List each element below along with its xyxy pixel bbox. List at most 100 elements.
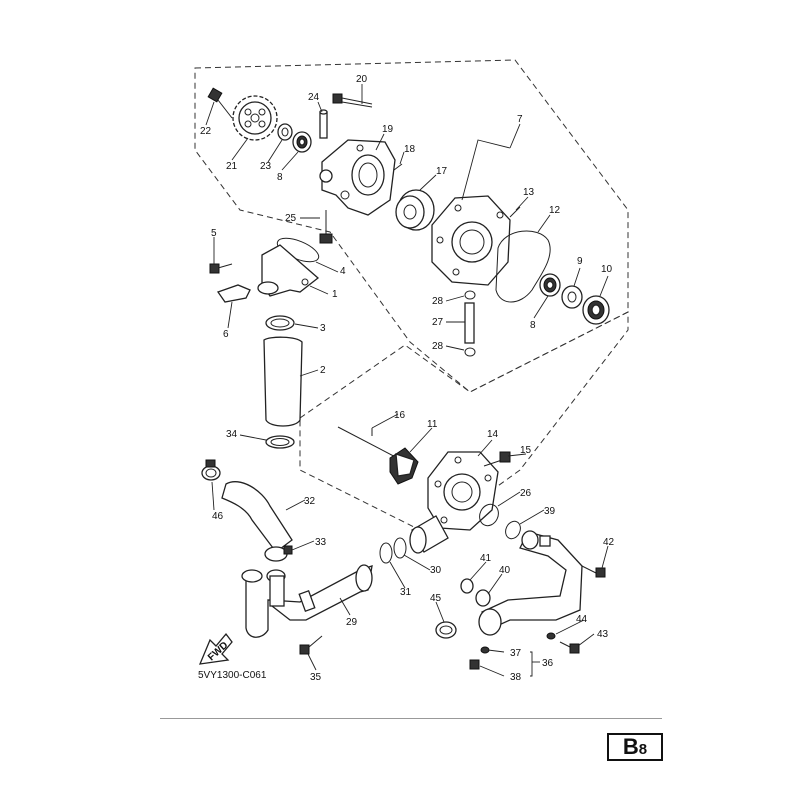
callout-6: 6 xyxy=(223,329,229,340)
callout-11: 11 xyxy=(427,419,438,430)
callout-35: 35 xyxy=(310,672,322,683)
callout-18: 18 xyxy=(404,144,416,155)
part-37-washer xyxy=(480,646,490,654)
callout-28-lower: 28 xyxy=(432,341,444,352)
callout-10: 10 xyxy=(601,264,613,275)
part-25-bolt xyxy=(319,210,333,244)
part-39-o-ring xyxy=(505,520,521,540)
page-badge: B 8 xyxy=(607,733,663,761)
page-badge-digit: 8 xyxy=(638,741,648,758)
callout-13: 13 xyxy=(523,187,535,198)
callout-4: 4 xyxy=(340,266,346,277)
part-42-bolt xyxy=(581,565,606,578)
callout-32: 32 xyxy=(304,496,316,507)
callout-23: 23 xyxy=(260,161,272,172)
part-14-pump-body xyxy=(409,451,499,554)
part-6-bracket xyxy=(216,284,251,303)
callout-34: 34 xyxy=(226,429,238,440)
callout-7: 7 xyxy=(517,114,523,125)
part-35-bolt xyxy=(299,635,323,655)
part-22-bolt xyxy=(207,87,233,119)
callout-5: 5 xyxy=(211,228,217,239)
part-26-o-ring xyxy=(479,503,499,527)
part-cover xyxy=(431,195,511,286)
part-20-bolt xyxy=(332,93,373,108)
callout-30: 30 xyxy=(430,565,442,576)
part-10-seal xyxy=(582,295,610,325)
lower-assembly-boundary xyxy=(299,311,629,536)
callout-40: 40 xyxy=(499,565,511,576)
callout-24: 24 xyxy=(308,92,320,103)
part-46-clamp xyxy=(201,459,221,481)
callout-2: 2 xyxy=(320,365,326,376)
callout-25: 25 xyxy=(285,213,297,224)
callout-29: 29 xyxy=(346,617,358,628)
callout-33: 33 xyxy=(315,537,327,548)
callout-36: 36 xyxy=(542,658,554,669)
part-15-bolt xyxy=(483,451,511,467)
part-40-collar xyxy=(475,589,491,607)
callout-22: 22 xyxy=(200,126,212,137)
callout-42: 42 xyxy=(603,537,615,548)
part-27-pipe xyxy=(464,302,475,344)
part-2-hose xyxy=(263,336,303,427)
part-5-bolt xyxy=(209,263,233,274)
fwd-arrow-icon: FWD xyxy=(198,632,233,665)
part-32-hose xyxy=(221,481,293,553)
part-38-bolt xyxy=(469,659,480,670)
callout-20: 20 xyxy=(356,74,368,85)
callout-14: 14 xyxy=(487,429,499,440)
part-23-collar xyxy=(277,123,293,141)
part-21-sprocket xyxy=(232,95,278,141)
callout-1: 1 xyxy=(332,289,338,300)
part-17-rotor xyxy=(395,189,435,231)
callout-9: 9 xyxy=(577,256,583,267)
part-44-washer xyxy=(546,632,556,640)
callout-41: 41 xyxy=(480,553,492,564)
callout-8-upper: 8 xyxy=(277,172,283,183)
part-30-o-ring xyxy=(393,537,407,559)
part-12-gasket xyxy=(495,230,551,303)
callout-26: 26 xyxy=(520,488,532,499)
part-34-clamp xyxy=(265,435,295,449)
callout-16: 16 xyxy=(394,410,406,421)
part-18-pin xyxy=(393,163,403,171)
part-36-pipe xyxy=(478,530,583,636)
callout-21: 21 xyxy=(226,161,238,172)
part-24-pin xyxy=(319,109,328,139)
page-badge-letter: B xyxy=(622,734,639,759)
drawing-code: 5VY1300-C061 xyxy=(198,670,267,681)
part-11-shaft xyxy=(337,426,419,485)
callout-43: 43 xyxy=(597,629,609,640)
callout-31: 31 xyxy=(400,587,412,598)
part-31-o-ring xyxy=(379,542,393,564)
callout-12: 12 xyxy=(549,205,561,216)
part-19-pump-housing xyxy=(319,139,396,216)
part-28-o-ring-lower xyxy=(464,347,476,357)
callout-45: 45 xyxy=(430,593,442,604)
part-28-o-ring-upper xyxy=(464,290,476,300)
part-43-bolt xyxy=(559,641,580,654)
part-41-collar xyxy=(460,578,474,594)
callout-39: 39 xyxy=(544,506,556,517)
callout-37: 37 xyxy=(510,648,522,659)
upper-assembly-boundary xyxy=(194,59,629,393)
callout-3: 3 xyxy=(320,323,326,334)
part-3-clamp xyxy=(265,315,295,331)
callout-19: 19 xyxy=(382,124,394,135)
callout-38: 38 xyxy=(510,672,522,683)
part-13-pin xyxy=(509,206,521,218)
part-33-clamp xyxy=(264,545,293,562)
callout-28-upper: 28 xyxy=(432,296,444,307)
part-45-clamp xyxy=(435,621,457,639)
callout-8-lower: 8 xyxy=(530,320,536,331)
footer-rule xyxy=(160,718,662,719)
part-8-bearing-upper xyxy=(292,131,312,153)
callout-44: 44 xyxy=(576,614,588,625)
callout-27: 27 xyxy=(432,317,444,328)
leader-lines xyxy=(205,84,609,677)
callout-46: 46 xyxy=(212,511,224,522)
callout-15: 15 xyxy=(520,445,532,456)
part-9-washer xyxy=(561,285,583,309)
